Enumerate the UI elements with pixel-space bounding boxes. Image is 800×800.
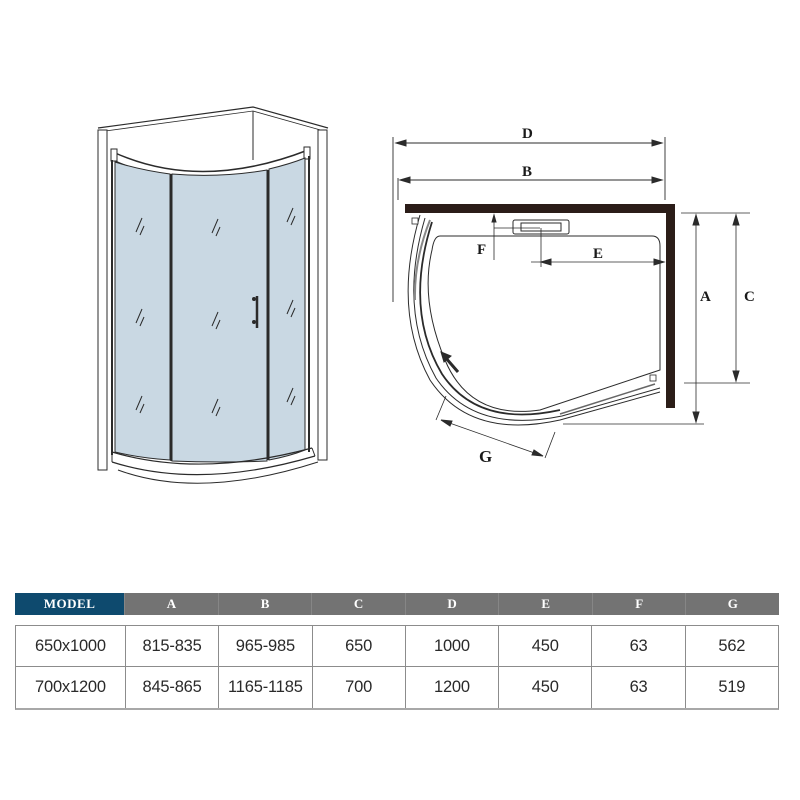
cell-f: 63 xyxy=(592,667,686,708)
header-g: G xyxy=(686,593,780,615)
perspective-view xyxy=(97,106,329,484)
cell-e: 450 xyxy=(499,667,593,708)
plan-view xyxy=(392,137,750,459)
header-c: C xyxy=(312,593,406,615)
label-f: F xyxy=(477,242,486,258)
cell-b: 965-985 xyxy=(219,626,313,666)
table-header-row: MODEL A B C D E F G xyxy=(15,593,780,615)
cell-c: 700 xyxy=(313,667,406,708)
table-row: 700x1200 845-865 1165-1185 700 1200 450 … xyxy=(16,667,778,708)
header-b: B xyxy=(218,593,313,615)
cell-b: 1165-1185 xyxy=(219,667,313,708)
header-d: D xyxy=(405,593,500,615)
table-body: 650x1000 815-835 965-985 650 1000 450 63… xyxy=(15,625,779,710)
header-e: E xyxy=(499,593,593,615)
header-f: F xyxy=(592,593,687,615)
cell-d: 1200 xyxy=(406,667,500,708)
cell-a: 845-865 xyxy=(126,667,220,708)
cell-model: 650x1000 xyxy=(16,626,126,666)
cell-g: 519 xyxy=(718,678,746,696)
label-e: E xyxy=(593,246,603,262)
cell-c: 650 xyxy=(313,626,406,666)
cell-model: 700x1200 xyxy=(16,667,126,708)
label-b: B xyxy=(522,164,532,180)
cell-a: 815-835 xyxy=(126,626,220,666)
table-row: 650x1000 815-835 965-985 650 1000 450 63… xyxy=(16,626,778,667)
label-a: A xyxy=(700,289,711,305)
label-c: C xyxy=(744,289,755,305)
spec-table: MODEL A B C D E F G 650x1000 815-835 965… xyxy=(15,593,780,710)
cell-f: 63 xyxy=(592,626,686,666)
label-g: G xyxy=(479,447,492,466)
diagram-canvas: D B F E A C G xyxy=(97,106,755,484)
cell-e: 450 xyxy=(499,626,593,666)
cell-d: 1000 xyxy=(406,626,500,666)
header-a: A xyxy=(125,593,219,615)
label-d: D xyxy=(522,126,533,142)
cell-g: 562 xyxy=(718,636,746,655)
header-model: MODEL xyxy=(15,593,126,615)
